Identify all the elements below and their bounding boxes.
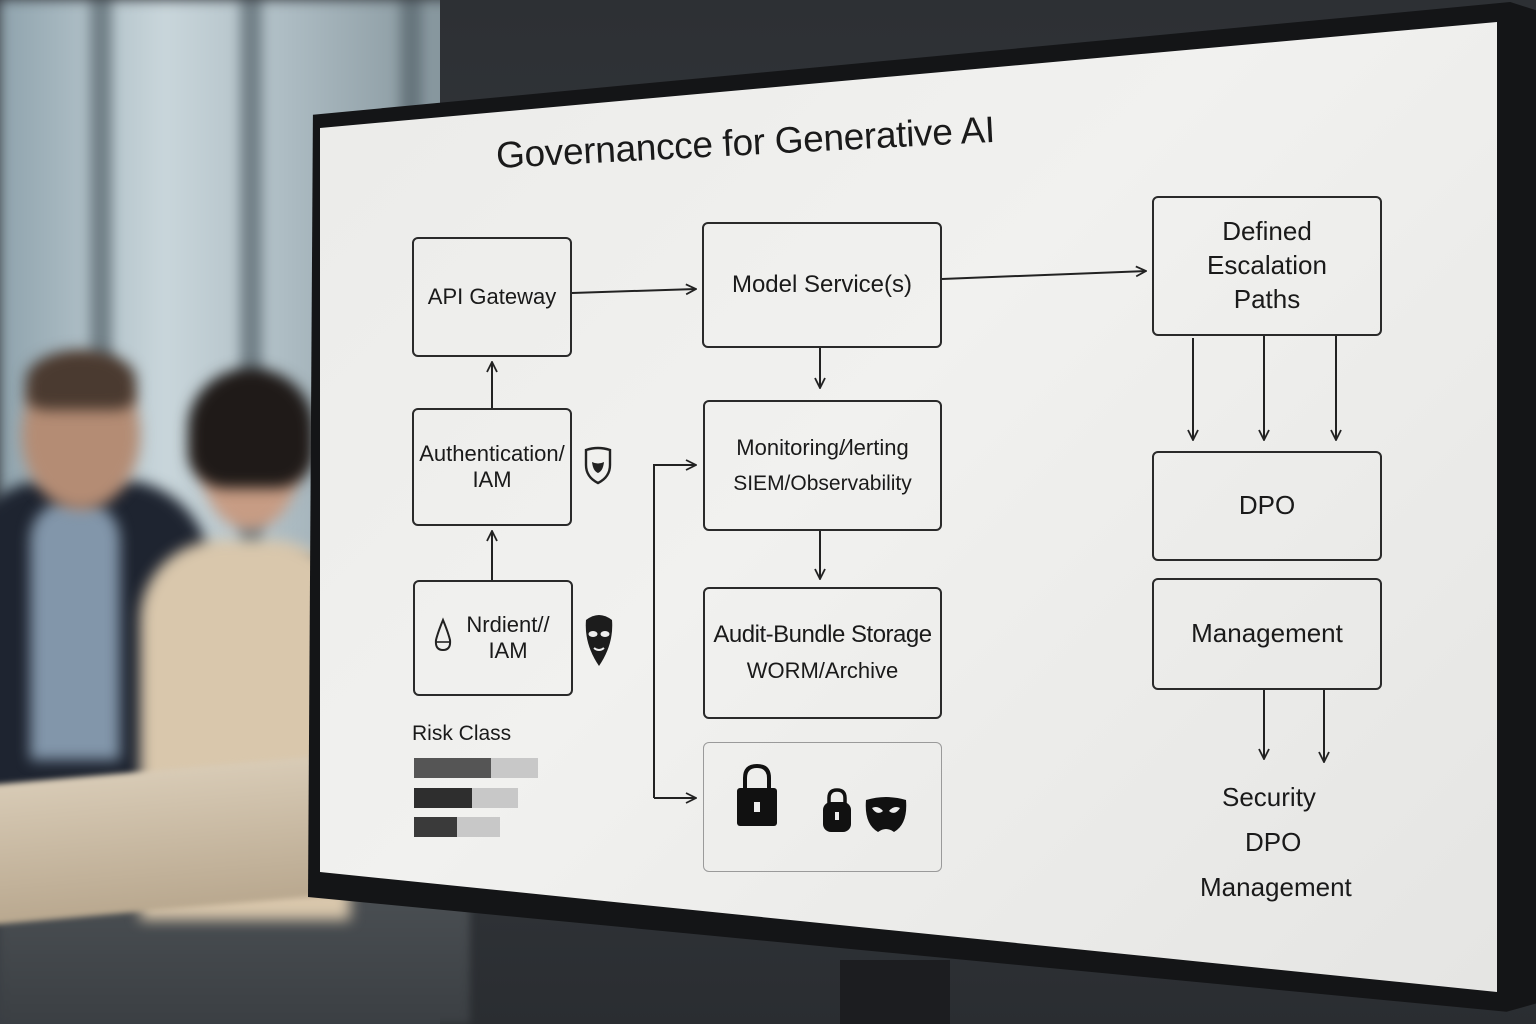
monitoring-label-1: Monitoring/⁄lerting [736, 434, 909, 460]
arrow-api-to-model [571, 289, 696, 293]
audit-storage-box: Audit-Bundle Storage WORM/Archive [703, 587, 942, 719]
arrow-model-to-escalation [941, 271, 1146, 280]
flame-icon [434, 617, 452, 652]
management-label: Management [1191, 618, 1343, 649]
auth-label-1: Authentication/ [419, 440, 565, 466]
model-services-label: Model Service(s) [731, 270, 913, 298]
nrdient-label-1: Nrdient// [466, 611, 550, 637]
dpo-box: DPO [1152, 451, 1382, 561]
monitor-stand [840, 960, 950, 1024]
role-dpo: DPO [1245, 827, 1302, 857]
nrdient-label-2: IAM [488, 638, 528, 663]
person-man-hair [26, 350, 136, 410]
escalation-label-3: Paths [1233, 283, 1301, 314]
security-icons-box [703, 742, 942, 872]
dpo-label: DPO [1238, 490, 1296, 521]
role-management: Management [1200, 872, 1352, 902]
monitoring-label-2: SIEM/Observability [733, 472, 912, 496]
api-gateway-label: API Gateway [427, 283, 557, 309]
risk-bar-fill-3 [414, 817, 457, 837]
authentication-box: Authentication/ IAM [412, 408, 572, 526]
risk-bar-fill-2 [414, 788, 472, 808]
shield-icon [584, 446, 612, 485]
role-security: Security [1222, 782, 1316, 812]
audit-label-2: WORM/Archive [746, 658, 899, 684]
padlock-icon [823, 788, 851, 832]
management-box: Management [1152, 578, 1382, 690]
api-gateway-box: API Gateway [412, 237, 572, 357]
monitoring-box: Monitoring/⁄lerting SIEM/Observability [703, 400, 942, 531]
arrow-loop-monitoring [653, 465, 696, 798]
audit-label-1: Audit-Bundle Storage [713, 621, 932, 649]
person-man-shirt [30, 500, 120, 760]
auth-label-2: IAM [472, 467, 512, 492]
person-woman-hair [188, 368, 314, 488]
eye-mask-icon [865, 797, 907, 832]
risk-bar-fill-1 [414, 758, 491, 778]
lock-icon [737, 763, 777, 826]
nrdient-box: Nrdient// IAM [413, 580, 573, 696]
risk-class-label: Risk Class [412, 722, 512, 745]
model-services-box: Model Service(s) [702, 222, 942, 348]
mask-icon [585, 615, 613, 666]
escalation-paths-box: Defined Escalation Paths [1152, 196, 1382, 336]
escalation-label-2: Escalation [1207, 250, 1327, 281]
escalation-label-1: Defined [1222, 216, 1312, 247]
